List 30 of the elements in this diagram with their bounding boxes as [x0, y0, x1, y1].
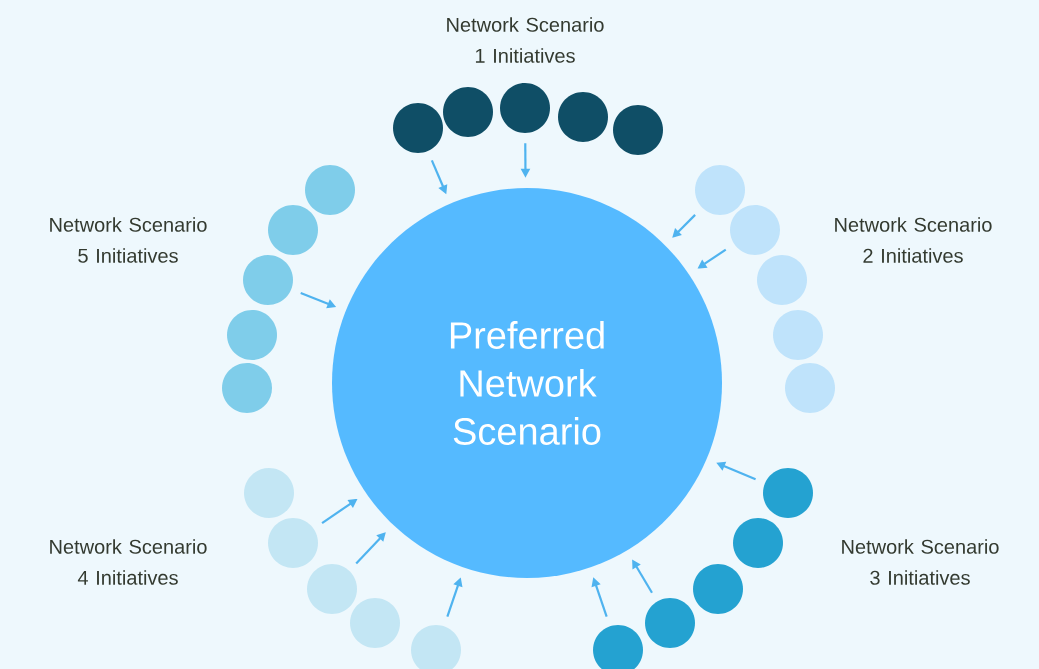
initiative-dot — [393, 103, 443, 153]
initiative-dot — [227, 310, 277, 360]
initiative-dot — [558, 92, 608, 142]
initiative-dot — [757, 255, 807, 305]
initiative-dot — [222, 363, 272, 413]
initiative-dot — [243, 255, 293, 305]
initiative-dot — [785, 363, 835, 413]
initiative-dot — [613, 105, 663, 155]
initiative-dot — [763, 468, 813, 518]
initiative-dot — [268, 518, 318, 568]
initiative-dot — [443, 87, 493, 137]
arrow — [672, 214, 696, 238]
group-label: Network Scenario 5 Initiatives — [50, 217, 207, 263]
initiative-dot — [733, 518, 783, 568]
initiative-dot — [307, 564, 357, 614]
initiative-dot — [773, 310, 823, 360]
initiative-dot — [244, 468, 294, 518]
initiative-dot — [268, 205, 318, 255]
initiative-dot — [350, 598, 400, 648]
initiative-dot — [730, 205, 780, 255]
initiative-dot — [695, 165, 745, 215]
group-label: Network Scenario 1 Initiatives — [447, 17, 604, 63]
initiative-dot — [500, 83, 550, 133]
group-label: Network Scenario 4 Initiatives — [50, 539, 207, 585]
initiative-dot — [645, 598, 695, 648]
initiative-dot — [693, 564, 743, 614]
arrow — [355, 532, 386, 565]
group-label: Network Scenario 3 Initiatives — [842, 539, 999, 585]
group-label: Network Scenario 2 Initiatives — [835, 217, 992, 263]
initiative-dot — [305, 165, 355, 215]
